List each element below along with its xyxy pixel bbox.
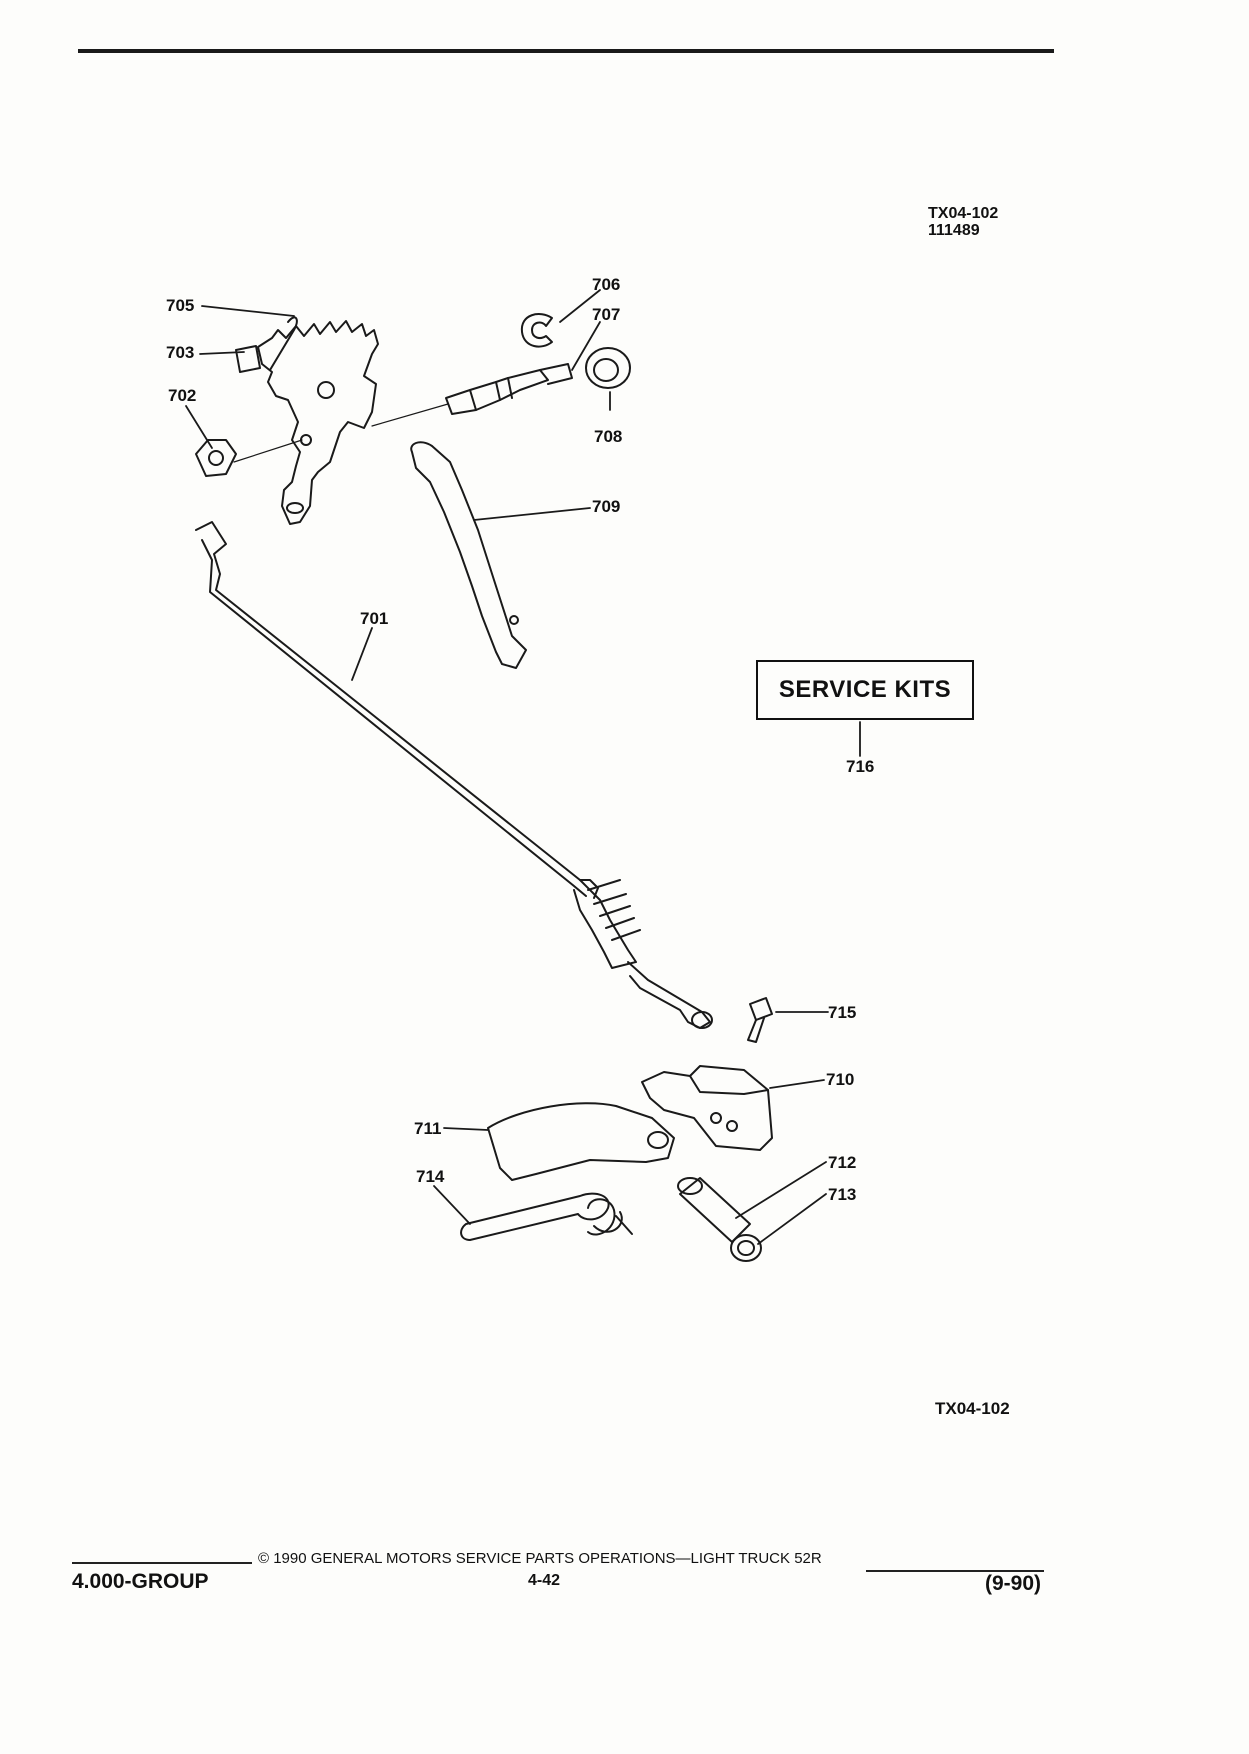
callout-706: 706 <box>592 275 621 294</box>
footer-rule-left <box>72 1562 252 1564</box>
part-708-washer <box>585 347 631 389</box>
part-710-bracket <box>641 1065 773 1151</box>
callout-709: 709 <box>592 497 621 516</box>
callout-701: 701 <box>360 609 389 628</box>
callout-716: 716 <box>846 757 875 776</box>
footer-revision-date: (9-90) <box>985 1572 1042 1595</box>
callout-703: 703 <box>166 343 195 362</box>
part-715-bolt <box>747 997 773 1043</box>
callout-705: 705 <box>166 296 195 315</box>
header-rule <box>78 49 1054 53</box>
callout-707: 707 <box>592 305 621 324</box>
figure-ref-code: TX04-102 <box>928 205 999 222</box>
part-712-bushing <box>677 1177 751 1243</box>
part-714-spring <box>460 1192 633 1241</box>
part-707-shaft <box>445 363 573 415</box>
part-706-retainer-clip <box>520 313 553 348</box>
callout-712: 712 <box>828 1153 857 1172</box>
callout-leaders <box>185 289 861 1245</box>
callout-702: 702 <box>168 386 197 405</box>
footer-group-code: 4.000-GROUP <box>72 1570 209 1593</box>
assembly-line <box>233 403 449 463</box>
figure-reference: TX04-102 111489 <box>928 205 998 239</box>
footer-copyright: © 1990 GENERAL MOTORS SERVICE PARTS OPER… <box>258 1550 822 1567</box>
callout-711: 711 <box>414 1119 442 1138</box>
part-703-detent-lever <box>235 320 379 525</box>
footer-rule-right <box>866 1570 1044 1572</box>
footer-page-number: 4-42 <box>528 1572 561 1589</box>
part-701-shift-rod <box>195 521 713 1029</box>
bottom-figure-ref: TX04-102 <box>935 1399 1010 1418</box>
callout-710: 710 <box>826 1070 855 1089</box>
callout-708: 708 <box>594 427 623 446</box>
callout-714: 714 <box>416 1167 445 1186</box>
part-709-lever <box>410 441 527 669</box>
service-kits-box: SERVICE KITS <box>756 660 974 720</box>
part-713-washer <box>730 1234 762 1262</box>
part-711-arm <box>487 1102 675 1181</box>
callout-713: 713 <box>828 1185 857 1204</box>
figure-ref-date: 111489 <box>928 222 980 239</box>
callout-715: 715 <box>828 1003 857 1022</box>
part-702-nut <box>195 439 237 477</box>
part-705-spring <box>269 316 298 371</box>
